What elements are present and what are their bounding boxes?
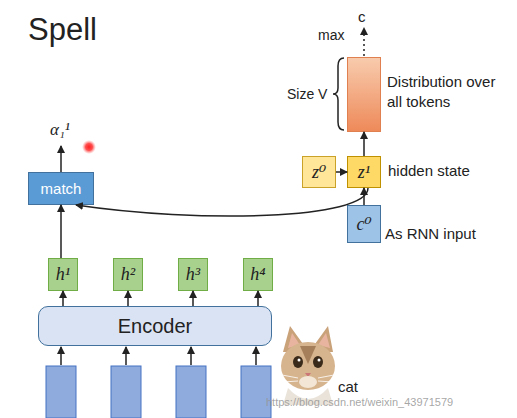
connector-arrow bbox=[76, 188, 368, 216]
annotation: As RNN input bbox=[385, 225, 476, 242]
box-caption: Distribution over all tokens bbox=[387, 72, 505, 112]
annotation: hidden state bbox=[388, 162, 470, 179]
state-box: z¹ bbox=[347, 156, 381, 188]
connector-arrow bbox=[336, 171, 347, 173]
encoder-box: Encoder bbox=[38, 306, 272, 346]
hidden-vector-box: h⁴ bbox=[243, 258, 273, 291]
operation-label: max bbox=[318, 27, 344, 43]
box-text: c⁰ bbox=[356, 213, 371, 235]
hidden-vector-box: h³ bbox=[178, 258, 208, 291]
box-text: z⁰ bbox=[312, 161, 326, 183]
attention-weight: α₁¹ bbox=[50, 120, 70, 140]
box-text: h² bbox=[121, 264, 135, 285]
connector-arrow bbox=[363, 188, 365, 205]
illustration-caption: cat bbox=[338, 378, 358, 395]
input-frames bbox=[46, 366, 271, 418]
hidden-vector-box: h² bbox=[113, 258, 143, 291]
box-text: Encoder bbox=[118, 315, 193, 338]
state-box: z⁰ bbox=[302, 156, 336, 188]
connector-arrow bbox=[60, 205, 62, 258]
distribution-box: Distribution over all tokens bbox=[347, 57, 381, 132]
output-token: c bbox=[358, 8, 366, 25]
input-token-box: c⁰ bbox=[347, 205, 381, 243]
box-text: h¹ bbox=[56, 264, 70, 285]
connector-arrow bbox=[363, 132, 365, 156]
box-text: z¹ bbox=[358, 162, 370, 183]
diagram-title: Spell bbox=[28, 12, 97, 48]
match-box: match bbox=[28, 172, 94, 205]
connector-arrow bbox=[192, 291, 194, 306]
connector-arrow bbox=[62, 291, 64, 306]
connector-arrow bbox=[127, 291, 129, 306]
size-label: Size V bbox=[287, 86, 327, 102]
pointer-dot bbox=[82, 140, 96, 154]
box-text: match bbox=[41, 180, 82, 197]
box-text: h³ bbox=[186, 264, 200, 285]
hidden-vector-box: h¹ bbox=[48, 258, 78, 291]
connector-arrow bbox=[257, 291, 259, 306]
cat-illustration bbox=[281, 326, 335, 405]
box-text: h⁴ bbox=[250, 264, 265, 285]
watermark: https://blog.csdn.net/weixin_43971579 bbox=[266, 396, 453, 408]
